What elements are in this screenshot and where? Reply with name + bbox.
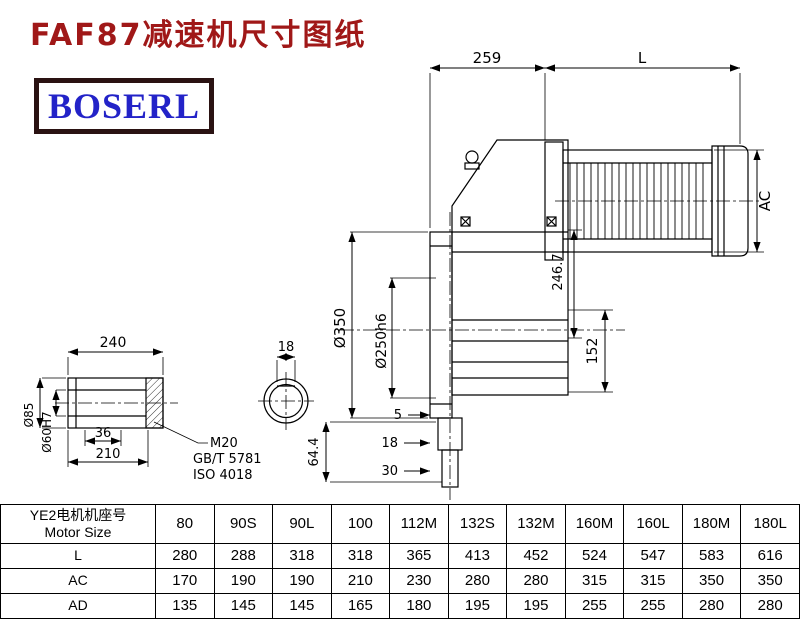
technical-drawing: 259 L AC Ø350 Ø250h6 246.7 152 5 18 30 6… [22,49,774,500]
dim-value-cell: 315 [564,567,625,594]
dim-30-label: 30 [381,464,398,479]
motor-frame-column: 180L [740,504,800,544]
dim-value-cell: 315 [623,567,683,594]
dim-246-label: 246.7 [551,253,566,290]
dim-value-cell: 195 [447,592,508,619]
dim-ac-label: AC [756,191,774,211]
dim-value-cell: 255 [564,592,625,619]
dim-spigot-dia-label: Ø250h6 [374,313,390,369]
motor-frame-column: 160L [623,504,683,544]
dim-value-cell: 145 [213,592,274,619]
dim-value-cell: 452 [506,542,566,569]
motor-frame-column: 100 [330,504,391,544]
dim-flange-dia-label: Ø350 [331,308,349,348]
dim-value-cell: 547 [623,542,683,569]
dim-value-cell: 280 [740,592,800,619]
motor-frame-column: 180M [681,504,742,544]
dim-18-label: 18 [381,436,398,451]
dim-value-cell: 583 [681,542,742,569]
dim-value-cell: 318 [272,542,332,569]
gearbox-main-view [429,139,749,488]
centerlines [55,200,762,500]
standard-iso-label: ISO 4018 [193,468,253,483]
motor-frame-column: 132M [506,504,566,544]
dim-value-cell: 413 [447,542,508,569]
dim-value-cell: 145 [272,592,332,619]
dim-shaft-length-label: 240 [100,335,127,351]
dim-value-cell: 280 [155,542,215,569]
dim-value-cell: 135 [155,592,215,619]
dim-value-cell: 280 [447,567,508,594]
dim-row-label: AC [0,567,156,594]
dim-row-label: AD [0,592,156,619]
dim-value-cell: 180 [389,592,449,619]
dim-5-label: 5 [394,408,402,423]
dim-value-cell: 230 [389,567,449,594]
motor-frame-column: 80 [155,504,215,544]
dim-motor-length-label: L [638,49,647,67]
dim-value-cell: 318 [330,542,391,569]
dim-value-cell: 210 [330,567,391,594]
dim-value-cell: 365 [389,542,449,569]
dim-value-cell: 524 [564,542,625,569]
dim-value-cell: 280 [681,592,742,619]
dim-210-label: 210 [96,447,121,462]
extension-lines [42,73,764,483]
motor-frame-column: 90S [213,504,274,544]
dim-value-cell: 288 [213,542,274,569]
motor-frame-column: 112M [389,504,449,544]
page-title: FAF87减速机尺寸图纸 [30,18,367,53]
dim-keyway-label: 18 [278,340,295,355]
dim-bore-label: Ø60H7 [40,411,54,452]
dimension-lines [36,64,761,482]
dim-152-label: 152 [585,338,601,365]
motor-frame-column: 132S [447,504,508,544]
dim-36-label: 36 [95,426,112,441]
dim-value-cell: 255 [623,592,683,619]
dim-shaft-od-label: Ø85 [22,403,36,428]
dim-value-cell: 170 [155,567,215,594]
dim-value-cell: 616 [740,542,800,569]
dim-value-cell: 350 [681,567,742,594]
dim-259-label: 259 [473,49,502,67]
boserl-logo-text: BOSERL [47,86,201,126]
dim-value-cell: 350 [740,567,800,594]
standard-gb-label: GB/T 5781 [193,452,262,467]
dim-row-label: L [0,542,156,569]
bolt-spec-label: M20 [210,436,238,451]
motor-frame-column: 90L [272,504,332,544]
dim-value-cell: 195 [506,592,566,619]
dim-value-cell: 190 [213,567,274,594]
dim-value-cell: 190 [272,567,332,594]
motor-frame-column: 160M [564,504,625,544]
boserl-logo: BOSERL [34,78,214,134]
dim-value-cell: 280 [506,567,566,594]
dim-64-label: 64.4 [307,438,322,467]
dim-value-cell: 165 [330,592,391,619]
